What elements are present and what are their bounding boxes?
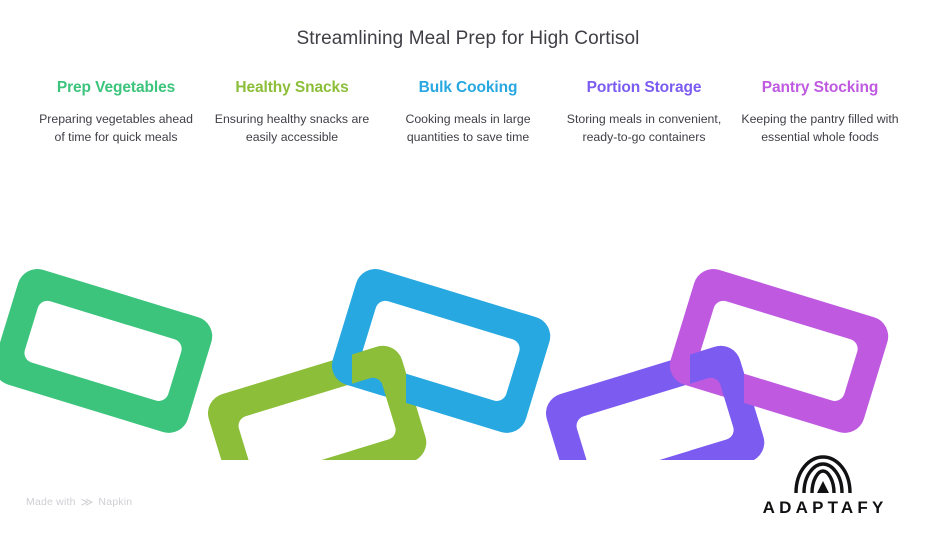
column-description: Ensuring healthy snacks are easily acces… <box>214 111 370 144</box>
column-prep-vegetables: Prep Vegetables Preparing vegetables ahe… <box>28 76 204 146</box>
column-pantry-stocking: Pantry Stocking Keeping the pantry fille… <box>732 76 908 146</box>
napkin-brand-label: Napkin <box>98 496 133 508</box>
page-title: Streamlining Meal Prep for High Cortisol <box>296 28 640 49</box>
adaptafy-triangle-icon <box>817 481 829 493</box>
column-heading: Portion Storage <box>586 79 702 96</box>
column-heading: Pantry Stocking <box>761 79 879 96</box>
chain-link-bulk-cooking <box>326 264 556 438</box>
column-description: Storing meals in convenient, ready-to-go… <box>566 111 722 144</box>
chain-illustration <box>0 228 936 460</box>
column-portion-storage: Portion Storage Storing meals in conveni… <box>556 76 732 146</box>
adaptafy-arch-icon <box>794 455 852 494</box>
napkin-logo-icon: ≫ <box>80 495 94 509</box>
chain-svg <box>0 264 894 460</box>
column-heading: Healthy Snacks <box>235 79 349 96</box>
made-with-napkin-watermark[interactable]: Made with ≫ Napkin <box>26 496 132 508</box>
column-heading: Bulk Cooking <box>418 79 518 96</box>
column-description: Preparing vegetables ahead of time for q… <box>39 111 193 144</box>
brand-lockup: ADAPTAFY <box>748 454 898 516</box>
column-healthy-snacks: Healthy Snacks Ensuring healthy snacks a… <box>204 76 380 146</box>
columns-row: Prep Vegetables Preparing vegetables ahe… <box>28 76 908 146</box>
made-with-label: Made with <box>26 496 76 508</box>
column-description: Cooking meals in large quantities to sav… <box>405 111 531 144</box>
chain-link-prep-vegetables <box>0 264 218 438</box>
brand-name: ADAPTAFY <box>762 498 888 517</box>
chain-link-pantry-stocking <box>664 264 894 438</box>
column-description: Keeping the pantry filled with essential… <box>741 111 899 144</box>
column-bulk-cooking: Bulk Cooking Cooking meals in large quan… <box>380 76 556 146</box>
column-heading: Prep Vegetables <box>56 79 176 96</box>
